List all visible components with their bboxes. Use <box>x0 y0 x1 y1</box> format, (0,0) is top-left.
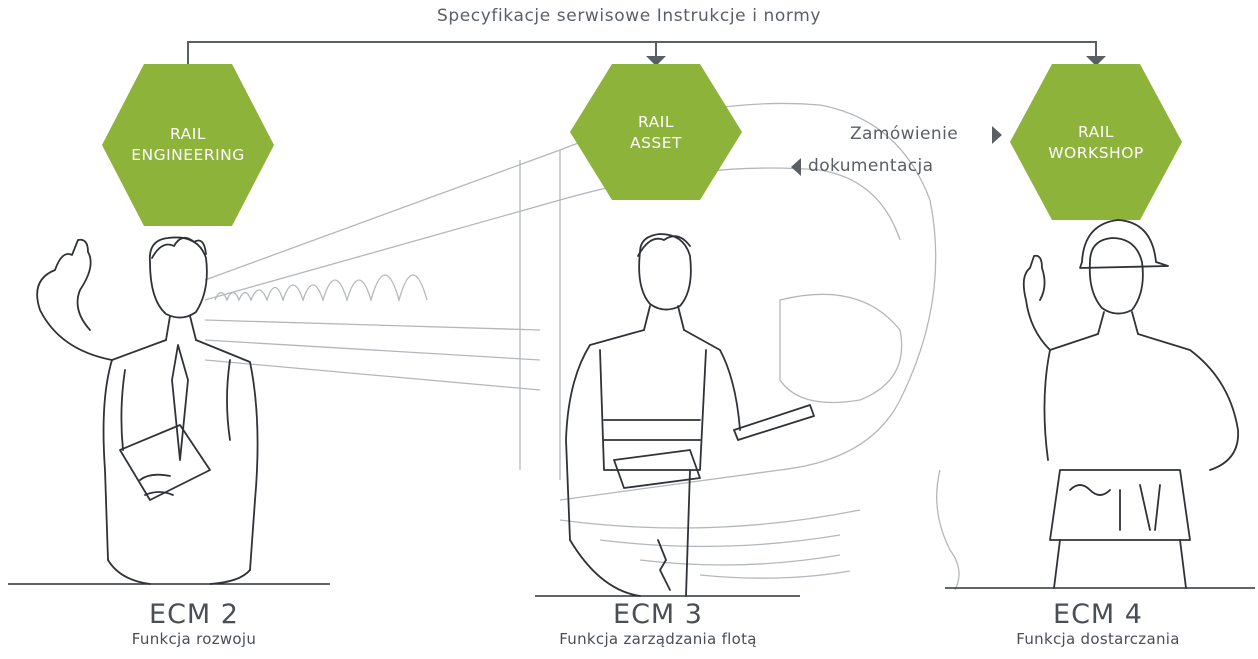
ecm-title: ECM 2 <box>149 599 239 630</box>
node-line1: RAIL <box>1078 123 1114 141</box>
arrow-left-icon <box>791 158 801 176</box>
node-rail-workshop-label: RAIL WORKSHOP <box>1016 122 1176 164</box>
ecm-title: ECM 3 <box>613 599 703 630</box>
arrow-down-icon <box>1086 56 1106 66</box>
node-line2: WORKSHOP <box>1048 144 1144 162</box>
ecm-4-block: ECM 4 Funkcja dostarczania <box>938 600 1258 649</box>
arrow-right-icon <box>992 126 1002 144</box>
train-sketch <box>204 102 960 591</box>
ecm-subtitle: Funkcja zarządzania flotą <box>559 630 757 648</box>
arrow-down-icon <box>646 56 666 66</box>
node-rail-engineering-label: RAIL ENGINEERING <box>108 124 268 166</box>
node-line2: ENGINEERING <box>131 146 245 164</box>
node-rail-asset-label: RAIL ASSET <box>576 112 736 154</box>
node-line1: RAIL <box>170 125 206 143</box>
worker-sketch <box>1022 219 1239 589</box>
engineer-sketch <box>36 236 259 585</box>
hex-rail-asset <box>570 64 742 200</box>
order-label: Zamówienie <box>850 124 959 144</box>
node-line1: RAIL <box>638 113 674 131</box>
ecm-subtitle: Funkcja rozwoju <box>131 630 257 648</box>
ecm-2-block: ECM 2 Funkcja rozwoju <box>34 600 354 649</box>
ecm-title: ECM 4 <box>1053 599 1143 630</box>
ecm-subtitle: Funkcja dostarczania <box>1016 630 1180 648</box>
documentation-label: dokumentacja <box>808 156 934 176</box>
hex-rail-workshop <box>1010 64 1182 220</box>
node-line2: ASSET <box>629 134 683 152</box>
flow-connector <box>187 41 1097 68</box>
flow-label: Specyfikacje serwisowe Instrukcje i norm… <box>436 6 822 26</box>
ecm-3-block: ECM 3 Funkcja zarządzania flotą <box>498 600 818 649</box>
fleet-manager-sketch <box>565 233 815 597</box>
hex-rail-engineering <box>102 64 274 226</box>
